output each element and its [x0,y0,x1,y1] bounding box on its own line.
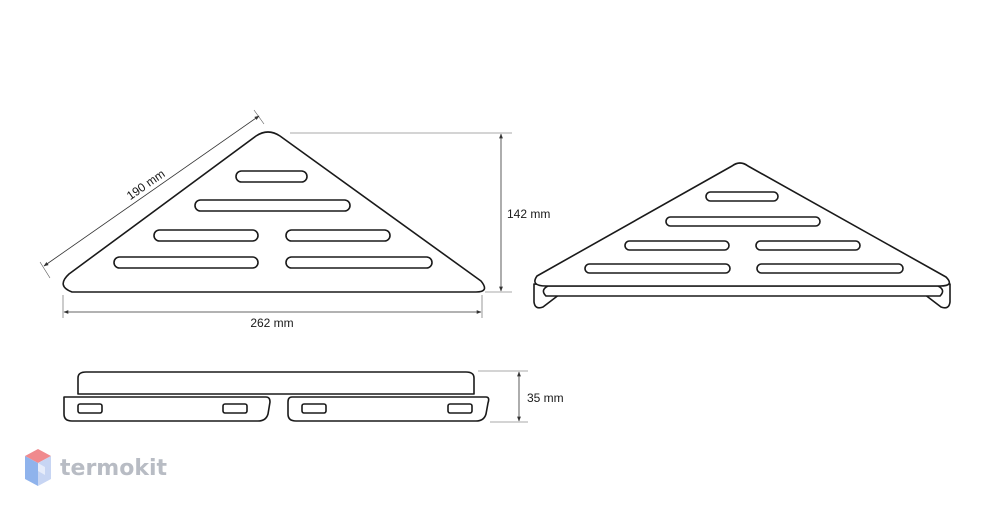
drain-slot [285,256,433,269]
dimension-depth: 142 mm [290,132,550,293]
dimension-height: 35 mm [478,370,564,423]
drain-slot [624,240,730,251]
front-view [63,371,490,422]
drain-slot [285,229,391,242]
dimension-label-width: 262 mm [250,316,293,330]
dimension-label-height: 35 mm [527,391,564,405]
drain-slot [705,191,779,202]
dimension-label-depth: 142 mm [507,207,550,221]
drain-slot [153,229,259,242]
perspective-under-rim [542,285,944,297]
drain-slot [755,240,861,251]
drain-slot [665,216,821,227]
drain-slot [194,199,351,212]
drain-slot [584,263,731,274]
mounting-slot [222,403,248,414]
hexagon-cube-icon [25,449,51,486]
drain-slot [756,263,904,274]
mounting-slot [77,403,103,414]
front-view-right-panel [287,396,490,422]
front-view-left-panel [63,396,271,422]
dimension-width: 262 mm [62,295,483,330]
drain-slot [235,170,308,183]
brand-logo: termokit [25,449,167,486]
front-view-back-rim [77,371,475,395]
brand-name: termokit [60,456,167,481]
drain-slot [113,256,259,269]
perspective-view [533,162,951,309]
top-view [62,131,486,293]
mounting-slot [447,403,473,414]
mounting-slot [301,403,327,414]
